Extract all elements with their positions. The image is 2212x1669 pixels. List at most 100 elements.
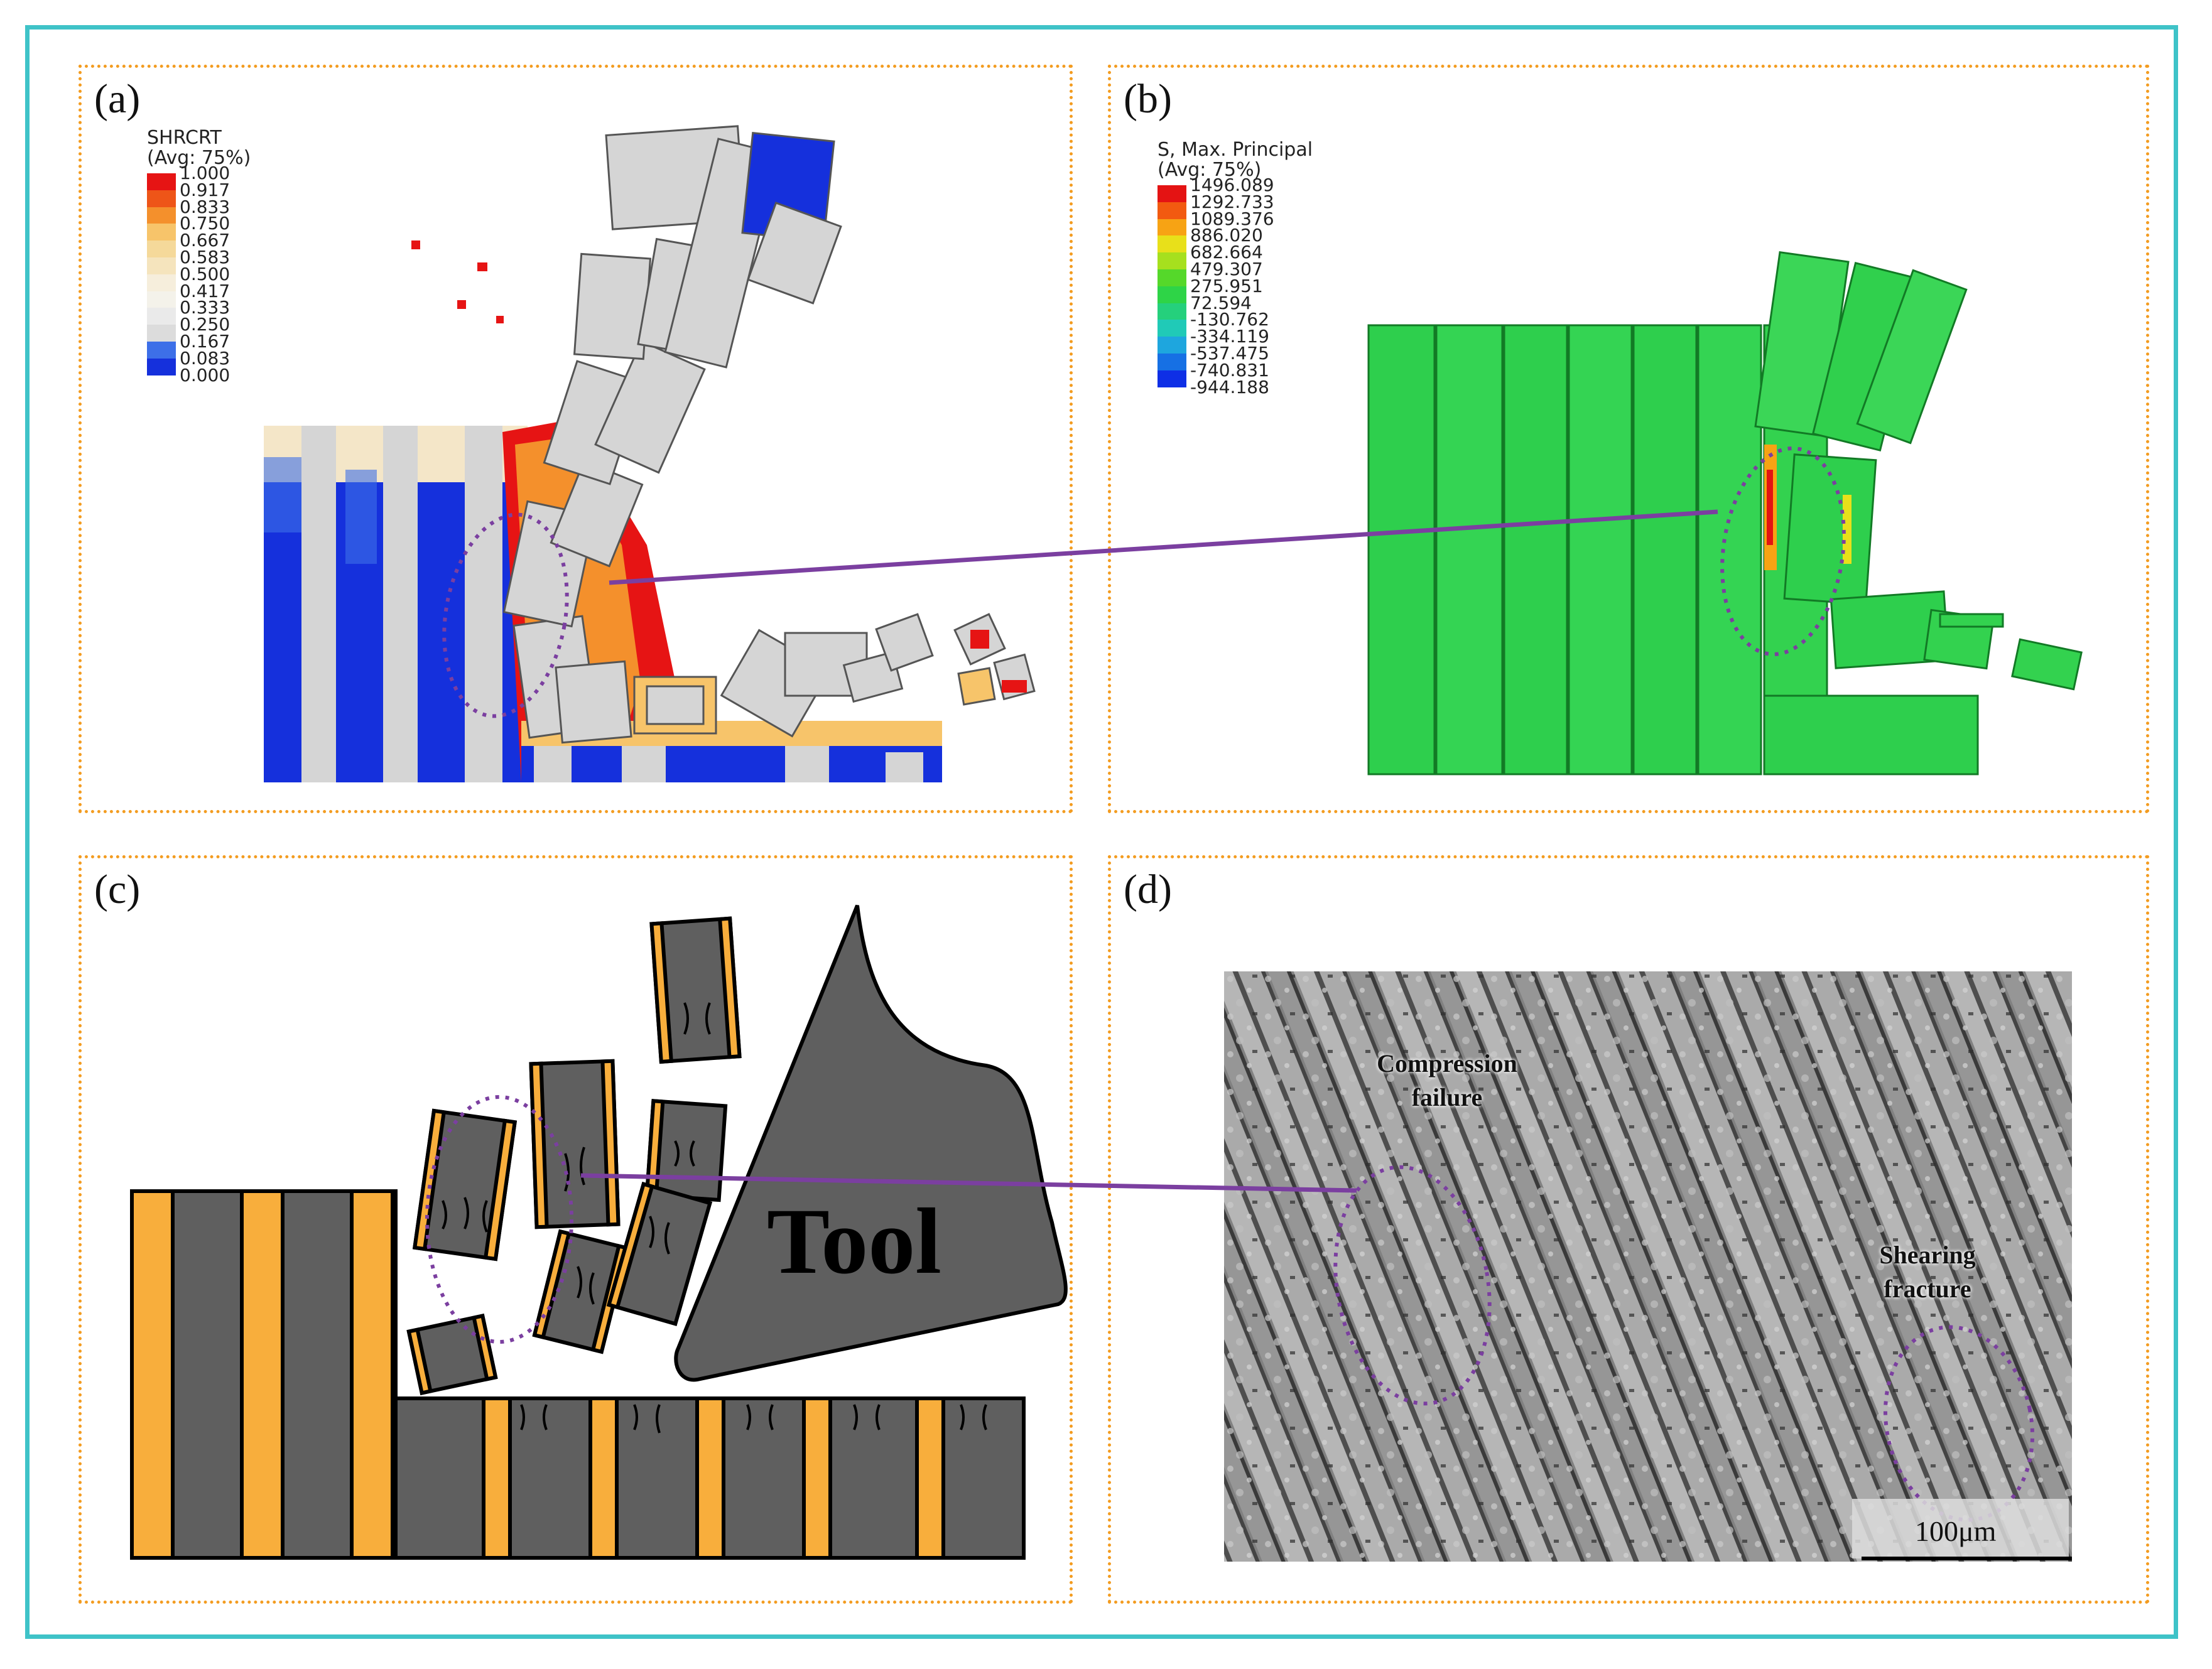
legend-value: 275.951 bbox=[1190, 275, 1263, 296]
legend-value: -130.762 bbox=[1190, 309, 1269, 330]
legend-row: 0.917 bbox=[147, 181, 251, 207]
legend-row: 479.307 bbox=[1158, 260, 1313, 286]
sem-micrograph bbox=[1224, 971, 2072, 1562]
panel-a-label: (a) bbox=[94, 76, 141, 122]
tool-label: Tool bbox=[767, 1189, 941, 1294]
legend-swatch bbox=[147, 173, 176, 190]
figure-frame bbox=[25, 25, 2178, 1639]
legend-swatch bbox=[1158, 286, 1186, 303]
legend-value: 0.250 bbox=[180, 314, 230, 335]
green-chip bbox=[1754, 251, 2083, 697]
legend-row: 886.020 bbox=[1158, 227, 1313, 253]
legend-swatch bbox=[147, 240, 176, 258]
debris bbox=[411, 240, 504, 323]
legend-value: 1292.733 bbox=[1190, 191, 1274, 212]
legend-swatch bbox=[147, 207, 176, 224]
legend-swatch bbox=[1158, 320, 1186, 337]
scale-bar-backdrop bbox=[1852, 1499, 2069, 1558]
legend-row: 72.594 bbox=[1158, 294, 1313, 320]
legend-value: -740.831 bbox=[1190, 359, 1269, 381]
cracks bbox=[520, 1404, 987, 1434]
legend-swatch bbox=[1158, 353, 1186, 370]
legend-value: 0.667 bbox=[180, 230, 230, 251]
legend-title: S, Max. Principal (Avg: 75%) bbox=[1158, 139, 1313, 181]
panel-c-label: (c) bbox=[94, 867, 141, 912]
scale-bar-label: 100μm bbox=[1915, 1515, 1997, 1547]
legend-value: 0.750 bbox=[180, 213, 230, 234]
legend-row: 0.083 bbox=[147, 349, 251, 375]
highlight-ellipse-b bbox=[1720, 446, 1846, 656]
legend-row: 0.583 bbox=[147, 248, 251, 274]
legend-value: 0.083 bbox=[180, 347, 230, 369]
fiber-schematic: Tool bbox=[130, 904, 1068, 1560]
panel-d-label: (d) bbox=[1124, 867, 1172, 912]
legend-swatch bbox=[1158, 370, 1186, 387]
legend-value: 0.833 bbox=[180, 196, 230, 217]
tool-shape bbox=[674, 904, 1068, 1382]
legend-row: -740.831 bbox=[1158, 361, 1313, 387]
highlight-ellipse-a bbox=[442, 512, 569, 718]
legend-swatch bbox=[147, 257, 176, 274]
legend-value: 0.167 bbox=[180, 330, 230, 352]
panel-b-label: (b) bbox=[1124, 76, 1172, 122]
legend-row: 0.250 bbox=[147, 316, 251, 342]
legend-row: 1292.733 bbox=[1158, 193, 1313, 219]
legend-value: 0.583 bbox=[180, 246, 230, 267]
legend-swatch bbox=[147, 291, 176, 308]
legend-row: 682.664 bbox=[1158, 244, 1313, 270]
stress-hotspots bbox=[1764, 445, 1851, 570]
legend-row: 0.333 bbox=[147, 299, 251, 325]
legend-row: 0.750 bbox=[147, 215, 251, 241]
legend-value: 0.500 bbox=[180, 263, 230, 284]
legend-swatch bbox=[1158, 219, 1186, 236]
legend-swatch bbox=[147, 274, 176, 291]
chip-segments bbox=[502, 125, 1036, 744]
chip-fragments bbox=[406, 916, 742, 1395]
legend-row: 0.667 bbox=[147, 232, 251, 258]
legend-row: 0.167 bbox=[147, 332, 251, 359]
legend-swatch bbox=[147, 325, 176, 342]
legend-swatch bbox=[1158, 252, 1186, 270]
legend-swatch bbox=[1158, 303, 1186, 320]
legend-value: 0.917 bbox=[180, 179, 230, 200]
legend-row: 1089.376 bbox=[1158, 210, 1313, 236]
legend-row: 1.000 bbox=[147, 165, 251, 190]
legend-value: 1496.089 bbox=[1190, 175, 1274, 195]
legend-row: 0.500 bbox=[147, 265, 251, 291]
legend-value: 0.000 bbox=[180, 364, 230, 386]
legend-row: -130.762 bbox=[1158, 311, 1313, 337]
legend-row: 275.951 bbox=[1158, 277, 1313, 303]
legend-value: 0.417 bbox=[180, 280, 230, 301]
compression-failure-annotation: Compression failure bbox=[1377, 1049, 1517, 1111]
highlight-ellipse-c bbox=[425, 1095, 573, 1344]
legend-swatch bbox=[1158, 202, 1186, 219]
legend-value: 886.020 bbox=[1190, 225, 1263, 246]
legend-row: -537.475 bbox=[1158, 344, 1313, 370]
legend-swatch bbox=[1158, 337, 1186, 354]
legend-value: 72.594 bbox=[1190, 292, 1252, 313]
legend-value: -944.188 bbox=[1190, 376, 1269, 397]
legend-swatch bbox=[1158, 269, 1186, 286]
legend-swatch bbox=[1158, 235, 1186, 253]
legend-value: 0.333 bbox=[180, 297, 230, 318]
legend-swatch bbox=[1158, 185, 1186, 202]
legend-swatch bbox=[147, 341, 176, 359]
legend-row: -334.119 bbox=[1158, 328, 1313, 354]
legend-row: 1496.089 bbox=[1158, 176, 1313, 202]
panel-b: (b) S, Max. Principal (Avg: 75%) 1496.08… bbox=[1108, 65, 2149, 813]
panel-c: (c) bbox=[79, 855, 1073, 1604]
legend-swatch bbox=[147, 190, 176, 207]
legend-value: 479.307 bbox=[1190, 258, 1263, 279]
panel-d: (d) Compression bbox=[1108, 855, 2149, 1604]
legend-value: 1089.376 bbox=[1190, 208, 1274, 229]
legend-swatch bbox=[147, 308, 176, 325]
legend-value: 682.664 bbox=[1190, 242, 1263, 263]
legend-value: -334.119 bbox=[1190, 326, 1269, 347]
legend-title: SHRCRT (Avg: 75%) bbox=[147, 127, 251, 169]
legend-row: 0.417 bbox=[147, 282, 251, 308]
shearing-fracture-annotation: Shearing fracture bbox=[1879, 1241, 1976, 1303]
